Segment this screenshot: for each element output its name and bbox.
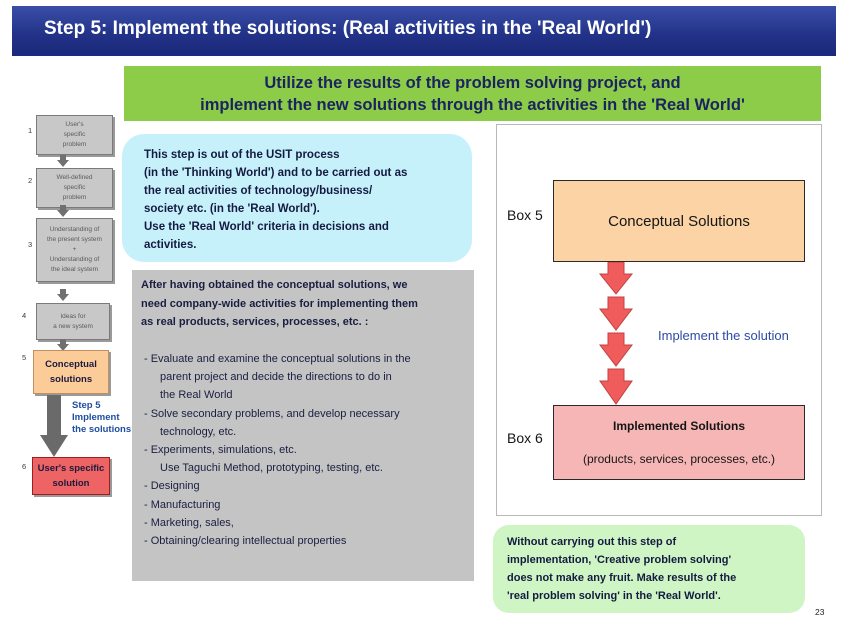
flow-step-text: solution [52, 478, 90, 489]
flow-step-text: User's [65, 121, 84, 128]
flow-step-users-specific-solution: User's specific solution [32, 457, 110, 495]
note-line: Use the 'Real World' criteria in decisio… [144, 221, 389, 233]
flow-step-text: problem [62, 194, 87, 201]
flow-step-users-problem: User's specific problem [36, 115, 113, 155]
title-bar: Step 5: Implement the solutions: (Real a… [12, 6, 836, 56]
intro-line: need company-wide activities for impleme… [141, 297, 418, 310]
title-bar-accent [12, 51, 836, 56]
banner-line-2: implement the new solutions through the … [200, 95, 745, 114]
activity-item: - Manufacturing [144, 498, 221, 511]
flow-step-text: + [72, 246, 77, 253]
conclusion-line: 'real problem solving' in the 'Real Worl… [507, 590, 721, 602]
flow-step-text: Well-defined [56, 174, 93, 181]
box5-label: Box 5 [507, 207, 543, 223]
step-number-4: 4 [22, 311, 27, 320]
summary-banner: Utilize the results of the problem solvi… [124, 66, 821, 121]
activity-item: the Real World [160, 389, 233, 402]
red-arrow-icon [598, 262, 634, 295]
activity-item: - Marketing, sales, [144, 516, 234, 529]
flow-step-text: the ideal system [51, 266, 98, 273]
intro-line: as real products, services, processes, e… [141, 316, 369, 328]
activity-item: - Designing [144, 480, 200, 493]
activities-list: - Evaluate and examine the conceptual so… [144, 350, 411, 550]
activity-item: technology, etc. [160, 425, 237, 438]
flow-step-text: the present system [47, 236, 102, 243]
note-line: This step is out of the USIT process [144, 149, 340, 161]
note-line: society etc. (in the 'Real World'). [144, 203, 320, 215]
flow-step-text: Understanding of [49, 226, 100, 233]
red-arrow-icon [599, 368, 633, 405]
flow-step-text: User's specific [37, 463, 105, 474]
intro-line: After having obtained the conceptual sol… [141, 279, 408, 291]
flow-step-text: a new system [53, 322, 93, 330]
page-title: Step 5: Implement the solutions: (Real a… [44, 18, 652, 39]
step5-label-line: Step 5 [72, 400, 101, 411]
implement-down-arrow-icon [40, 395, 68, 457]
step-number-6: 6 [22, 462, 27, 471]
red-down-arrows-icon [598, 262, 634, 405]
step-number-1: 1 [28, 126, 33, 135]
conclusion-text: Without carrying out this step of implem… [507, 533, 736, 605]
flow-step-text: Conceptual [45, 359, 97, 370]
step-number-5: 5 [22, 353, 27, 362]
conclusion-line: implementation, 'Creative problem solvin… [507, 554, 732, 566]
note-line: (in the 'Thinking World') and to be carr… [144, 167, 408, 179]
conclusion-line: Without carrying out this step of [507, 536, 677, 548]
flow-step-text: specific [63, 131, 86, 138]
down-arrow-icon [57, 155, 69, 167]
implemented-solutions-title: Implemented Solutions [612, 419, 745, 433]
flow-step-conceptual-solutions: Conceptual solutions [33, 350, 109, 394]
out-of-process-text: This step is out of the USIT process (in… [144, 146, 407, 254]
flow-step-text: Understanding of [49, 256, 100, 263]
flow-step-text: Ideas for [60, 312, 86, 320]
flow-step-text: problem [62, 141, 87, 148]
note-line: the real activities of technology/busine… [144, 185, 373, 197]
activity-item: Use Taguchi Method, prototyping, testing… [160, 462, 383, 475]
red-arrow-icon [598, 332, 634, 367]
step5-arrow-label: Step 5 Implement the solutions [72, 400, 131, 436]
conceptual-solutions-box: Conceptual Solutions [553, 180, 805, 262]
flow-step-ideas: Ideas for a new system [36, 303, 110, 340]
down-arrow-icon [57, 289, 69, 301]
note-line: activities. [144, 239, 197, 251]
activity-item: - Obtaining/clearing intellectual proper… [144, 535, 347, 548]
red-arrow-icon [598, 296, 634, 331]
flow-step-understanding-systems: Understanding of the present system + Un… [36, 218, 113, 282]
out-of-process-note: This step is out of the USIT process (in… [122, 134, 472, 262]
down-arrow-icon [57, 339, 69, 351]
box6-label: Box 6 [507, 430, 543, 446]
step5-label-line: Implement [72, 412, 120, 423]
activity-item: - Solve secondary problems, and develop … [144, 407, 400, 420]
implemented-solutions-box: Implemented Solutions (products, service… [553, 405, 805, 480]
banner-line-1: Utilize the results of the problem solvi… [264, 73, 681, 92]
step-number-2: 2 [28, 176, 33, 185]
step-number-3: 3 [28, 240, 33, 249]
activity-item: - Experiments, simulations, etc. [144, 444, 297, 457]
conclusion-note: Without carrying out this step of implem… [493, 525, 805, 613]
down-arrow-icon [57, 205, 69, 217]
flow-step-text: solutions [49, 374, 93, 385]
flow-step-well-defined-problem: Well-defined specific problem [36, 168, 113, 208]
activity-item: - Evaluate and examine the conceptual so… [144, 353, 411, 365]
activities-box: After having obtained the conceptual sol… [132, 270, 474, 581]
conceptual-solutions-text: Conceptual Solutions [608, 212, 750, 230]
implement-arrow-label: Implement the solution [658, 328, 789, 343]
page-number: 23 [815, 607, 825, 617]
flow-step-text: specific [63, 184, 86, 191]
activities-intro: After having obtained the conceptual sol… [141, 276, 418, 332]
implemented-solutions-subtitle: (products, services, processes, etc.) [582, 452, 776, 466]
activity-item: parent project and decide the directions… [160, 371, 392, 384]
conclusion-line: does not make any fruit. Make results of… [507, 572, 737, 584]
step5-label-line: the solutions [72, 424, 132, 435]
